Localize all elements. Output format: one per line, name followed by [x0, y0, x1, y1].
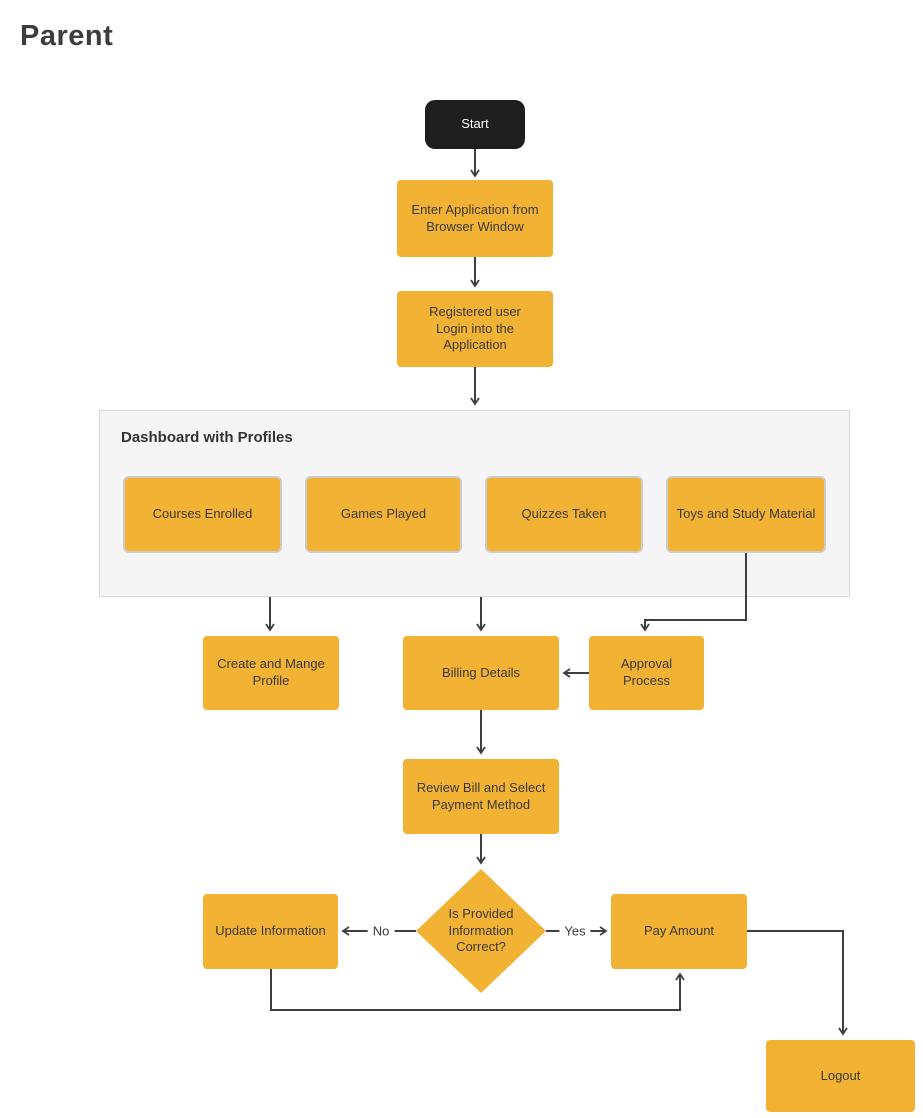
- node-quizzes-taken: Quizzes Taken: [485, 476, 643, 553]
- node-pay-amount: Pay Amount: [611, 894, 747, 969]
- node-courses-enrolled: Courses Enrolled: [123, 476, 282, 553]
- diamond-shape: [416, 869, 546, 993]
- node-billing-details: Billing Details: [403, 636, 559, 710]
- node-create-manage-profile: Create and Mange Profile: [203, 636, 339, 710]
- edge-label-yes: Yes: [559, 923, 591, 939]
- node-toys-study-material: Toys and Study Material: [666, 476, 826, 553]
- node-start: Start: [425, 100, 525, 149]
- node-enter-application: Enter Application from Browser Window: [397, 180, 553, 257]
- page-title: Parent: [20, 20, 114, 52]
- node-approval-process: Approval Process: [589, 636, 704, 710]
- edge-pay-to-logout: [747, 930, 848, 1036]
- node-decision-diamond: Is Provided Information Correct?: [416, 869, 546, 993]
- decision-label: Is Provided Information Correct?: [448, 905, 514, 955]
- dashboard-title: Dashboard with Profiles: [121, 429, 293, 446]
- edge-label-no: No: [367, 923, 395, 939]
- node-update-information: Update Information: [203, 894, 338, 969]
- node-logout: Logout: [766, 1040, 915, 1112]
- node-review-bill: Review Bill and Select Payment Method: [403, 759, 559, 834]
- node-registered-login: Registered user Login into the Applicati…: [397, 291, 553, 367]
- node-games-played: Games Played: [305, 476, 462, 553]
